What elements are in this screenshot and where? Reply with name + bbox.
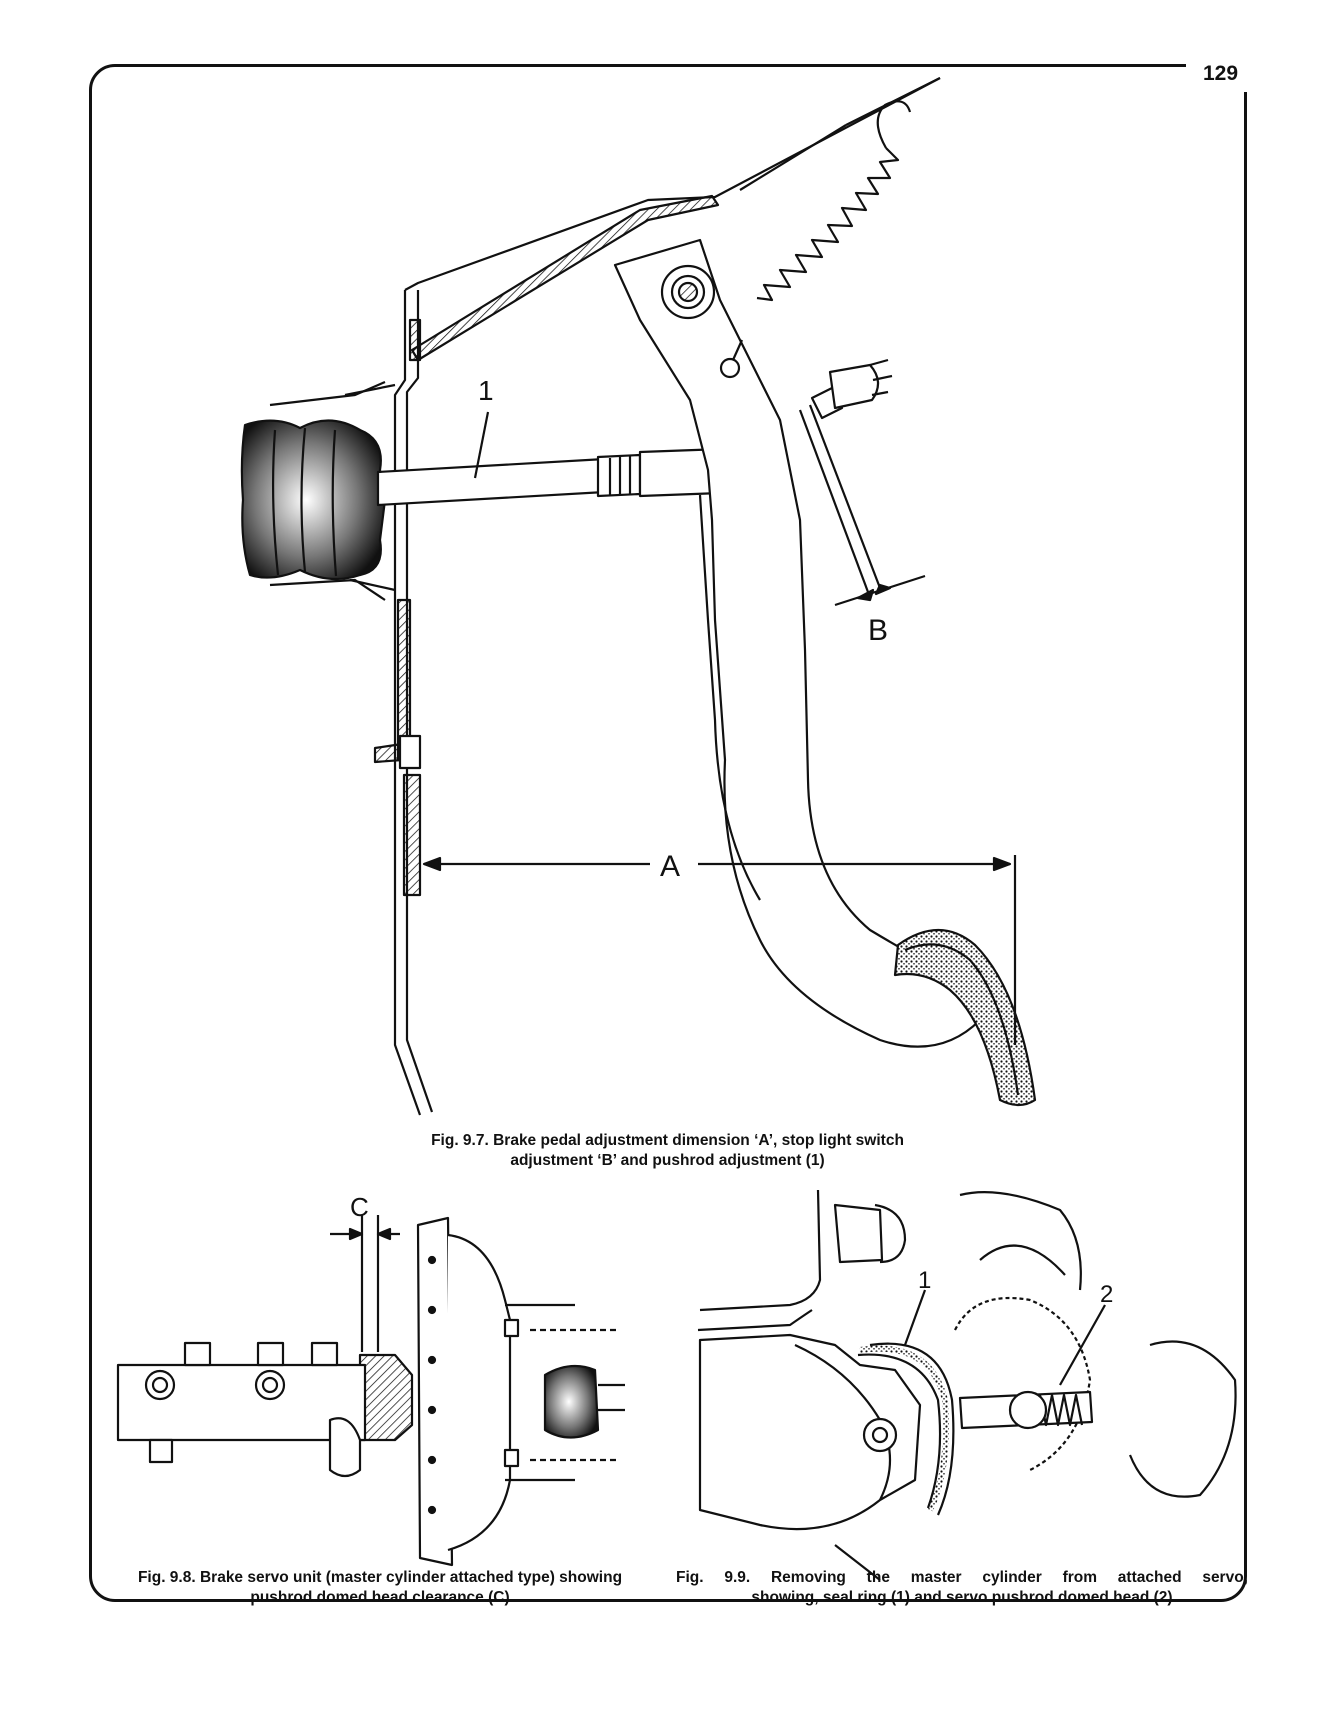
fig-9-7-caption-line-1: Fig. 9.7. Brake pedal adjustment dimensi… xyxy=(431,1132,904,1149)
fig-9-8-caption-line-2: pushrod domed head clearance (C) xyxy=(250,1589,510,1606)
fig-9-7-caption-line-2: adjustment ‘B’ and pushrod adjustment (1… xyxy=(510,1152,825,1169)
fig-9-9-label-2: 2 xyxy=(1100,1281,1113,1308)
fig-9-7-label-A: A xyxy=(660,850,680,883)
page-number: 129 xyxy=(1203,62,1239,85)
fig-9-8-label-C: C xyxy=(350,1192,369,1222)
page-frame xyxy=(89,64,1247,1602)
fig-9-9-caption-line-1: Fig. 9.9. Removing the master cylinder f… xyxy=(676,1569,1248,1586)
fig-9-9-removal-diagram xyxy=(697,1189,1237,1581)
fig-9-7-pedal-diagram xyxy=(240,77,1037,1116)
fig-9-7-label-B: B xyxy=(868,614,888,647)
frame-corner-gap xyxy=(1186,52,1256,92)
fig-9-7-caption: Fig. 9.7. Brake pedal adjustment dimensi… xyxy=(360,1131,975,1171)
fig-9-8-caption-line-1: Fig. 9.8. Brake servo unit (master cylin… xyxy=(137,1569,623,1586)
fig-9-9-caption-line-2: showing, seal ring (1) and servo pushrod… xyxy=(751,1589,1173,1606)
fig-9-9-label-1: 1 xyxy=(918,1267,931,1294)
fig-9-8-servo-diagram xyxy=(116,1215,625,1567)
fig-9-8-caption: Fig. 9.8. Brake servo unit (master cylin… xyxy=(90,1568,670,1608)
fig-9-7-label-1: 1 xyxy=(478,375,494,406)
fig-9-9-caption: Fig. 9.9. Removing the master cylinder f… xyxy=(676,1568,1248,1608)
